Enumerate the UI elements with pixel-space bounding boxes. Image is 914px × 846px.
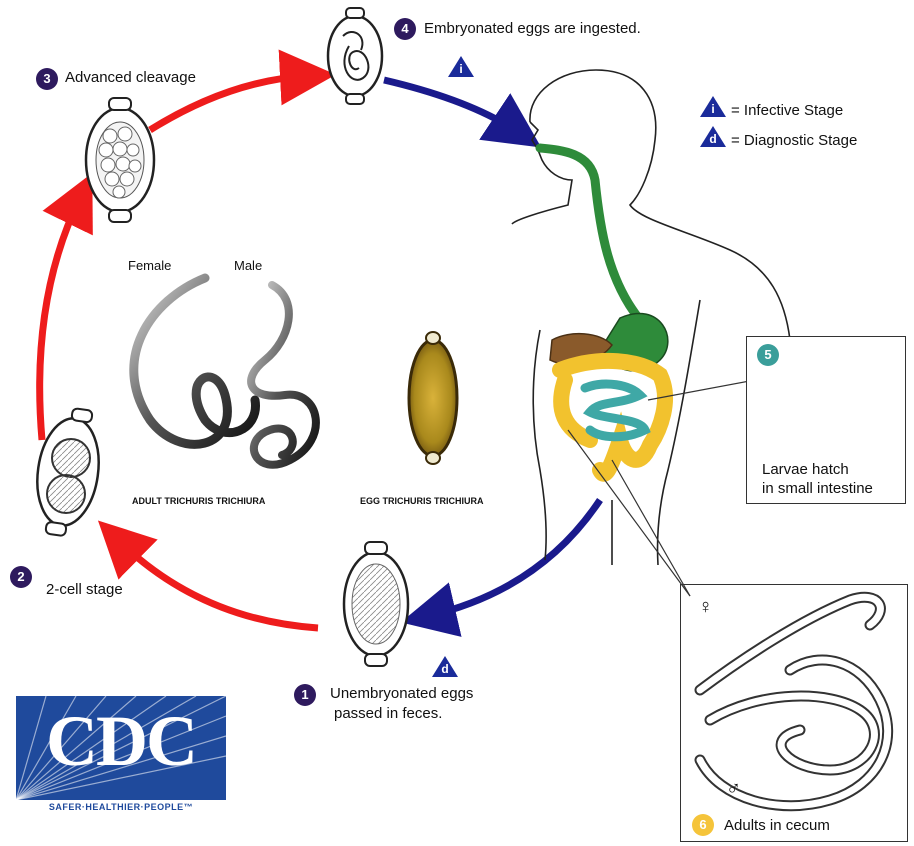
cdc-logo: CDC bbox=[16, 696, 226, 800]
digestive-tract bbox=[540, 148, 668, 474]
stage-5-badge: 5 bbox=[757, 344, 779, 366]
legend-diagnostic-label: = Diagnostic Stage bbox=[731, 131, 857, 150]
legend-diagnostic-icon: d bbox=[700, 126, 726, 147]
stage-5-label-line1: Larvae hatch bbox=[762, 460, 849, 479]
legend-infective-icon: i bbox=[700, 96, 726, 117]
egg-stage-3 bbox=[86, 98, 154, 222]
infective-stage-marker: i bbox=[448, 56, 474, 77]
stage-6-box bbox=[680, 584, 908, 842]
cdc-logo-text: CDC bbox=[24, 698, 218, 784]
cdc-logo-tagline: SAFER·HEALTHIER·PEOPLE™ bbox=[16, 802, 226, 812]
adult-caption: ADULT TRICHURIS TRICHIURA bbox=[132, 492, 265, 511]
arrow-2-to-3 bbox=[40, 198, 80, 440]
egg-caption: EGG TRICHURIS TRICHIURA bbox=[360, 492, 484, 511]
arrow-4-to-host bbox=[384, 80, 518, 132]
egg-stage-4 bbox=[328, 8, 382, 104]
legend-infective-label: = Infective Stage bbox=[731, 101, 843, 120]
male-label: Male bbox=[234, 256, 262, 275]
stage-3-badge: 3 bbox=[36, 68, 58, 90]
diagnostic-stage-marker: d bbox=[432, 656, 458, 677]
pointer-line-6 bbox=[612, 460, 690, 596]
arrow-1-to-2 bbox=[118, 540, 318, 628]
female-symbol: ♀ bbox=[698, 598, 713, 617]
golden-egg-illustration bbox=[409, 332, 457, 464]
egg-stage-1 bbox=[344, 542, 408, 666]
stage-4-label: Embryonated eggs are ingested. bbox=[424, 19, 641, 38]
stage-1-label-line1: Unembryonated eggs bbox=[330, 684, 473, 703]
adult-worms-illustration bbox=[134, 278, 316, 465]
stage-2-label: 2-cell stage bbox=[46, 580, 123, 599]
stage-1-label-line2: passed in feces. bbox=[334, 704, 442, 723]
stage-6-label: Adults in cecum bbox=[724, 816, 830, 835]
stage-3-label: Advanced cleavage bbox=[65, 68, 196, 87]
stage-4-badge: 4 bbox=[394, 18, 416, 40]
stage-2-badge: 2 bbox=[10, 566, 32, 588]
stage-1-badge: 1 bbox=[294, 684, 316, 706]
female-label: Female bbox=[128, 256, 171, 275]
stage-6-badge: 6 bbox=[692, 814, 714, 836]
male-symbol: ♂ bbox=[726, 780, 741, 799]
arrow-host-to-1 bbox=[428, 500, 600, 616]
stage-5-label-line2: in small intestine bbox=[762, 479, 873, 498]
